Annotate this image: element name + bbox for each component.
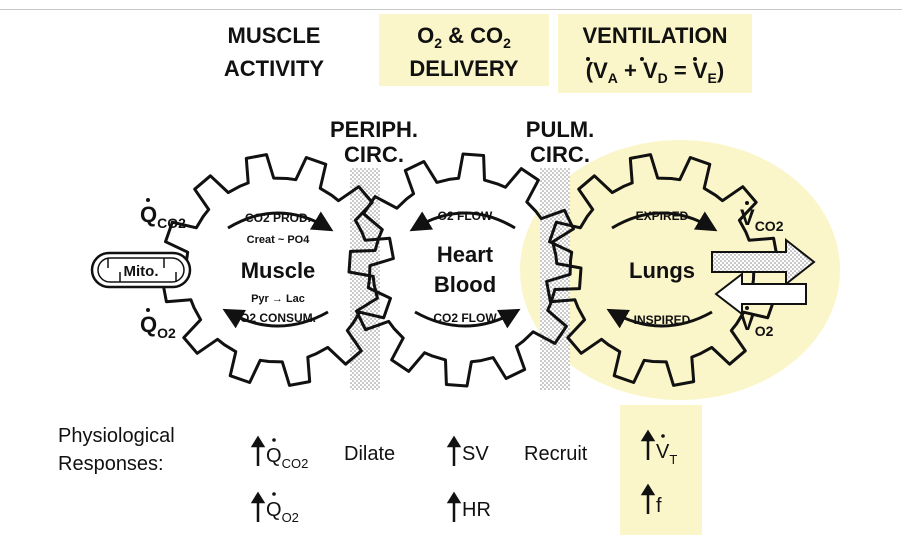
q-co2-label: QCO2 [140,202,186,231]
periph-circ-label-1: PERIPH. [330,117,418,142]
response-hr: HR [462,499,491,521]
v-o2-dot [745,306,749,310]
periph-circ-label-2: CIRC. [344,142,404,167]
response-q-o2-dot [272,492,276,496]
mito-label: Mito. [124,263,159,280]
q-co2-dot [146,198,150,202]
ventilation-header-line1: VENTILATION [582,23,727,48]
dot-ve [693,57,697,61]
muscle-bottom-note: Pyr → Lac [251,293,305,305]
muscle-top-note: Creat ~ PO4 [247,234,311,246]
delivery-header-line1: O2 & CO2 [417,23,511,51]
muscle-activity-header-2: ACTIVITY [224,56,325,81]
delivery-header-line2: DELIVERY [409,56,519,81]
responses-title-2: Responses: [58,453,164,475]
q-o2-label: QO2 [140,312,176,341]
response-sv: SV [462,443,489,465]
dot-va [586,57,590,61]
response-f: f [656,495,662,517]
response-q-co2-dot [272,438,276,442]
response-vt-dot [661,434,665,438]
lungs-label: Lungs [629,258,695,283]
dot-vd [640,57,644,61]
muscle-bottom-arrow-label: O2 CONSUM. [240,311,316,325]
muscle-top-arrow-label: CO2 PROD. [245,211,311,225]
heart-label: Heart [437,242,494,267]
pulm-circ-label-2: CIRC. [530,142,590,167]
response-arrows [253,432,653,522]
v-co2-dot [745,201,749,205]
lungs-bottom-arrow-label: INSPIRED [634,313,691,327]
blood-label: Blood [434,272,496,297]
heart-top-arrow-label: O2 FLOW [438,209,493,223]
heart-bottom-arrow-label: CO2 FLOW [433,311,497,325]
muscle-label: Muscle [241,258,316,283]
response-recruit: Recruit [524,443,588,465]
responses-title-1: Physiological [58,425,175,447]
response-q-o2: QO2 [266,499,299,525]
response-dilate: Dilate [344,443,395,465]
pulm-circ-label-1: PULM. [526,117,594,142]
q-o2-dot [146,308,150,312]
muscle-activity-header: MUSCLE [228,23,321,48]
ventilation-header-line2: (VA + VD = VE) [586,58,724,86]
lungs-top-arrow-label: EXPIRED [636,209,689,223]
response-q-co2: QCO2 [266,445,308,471]
